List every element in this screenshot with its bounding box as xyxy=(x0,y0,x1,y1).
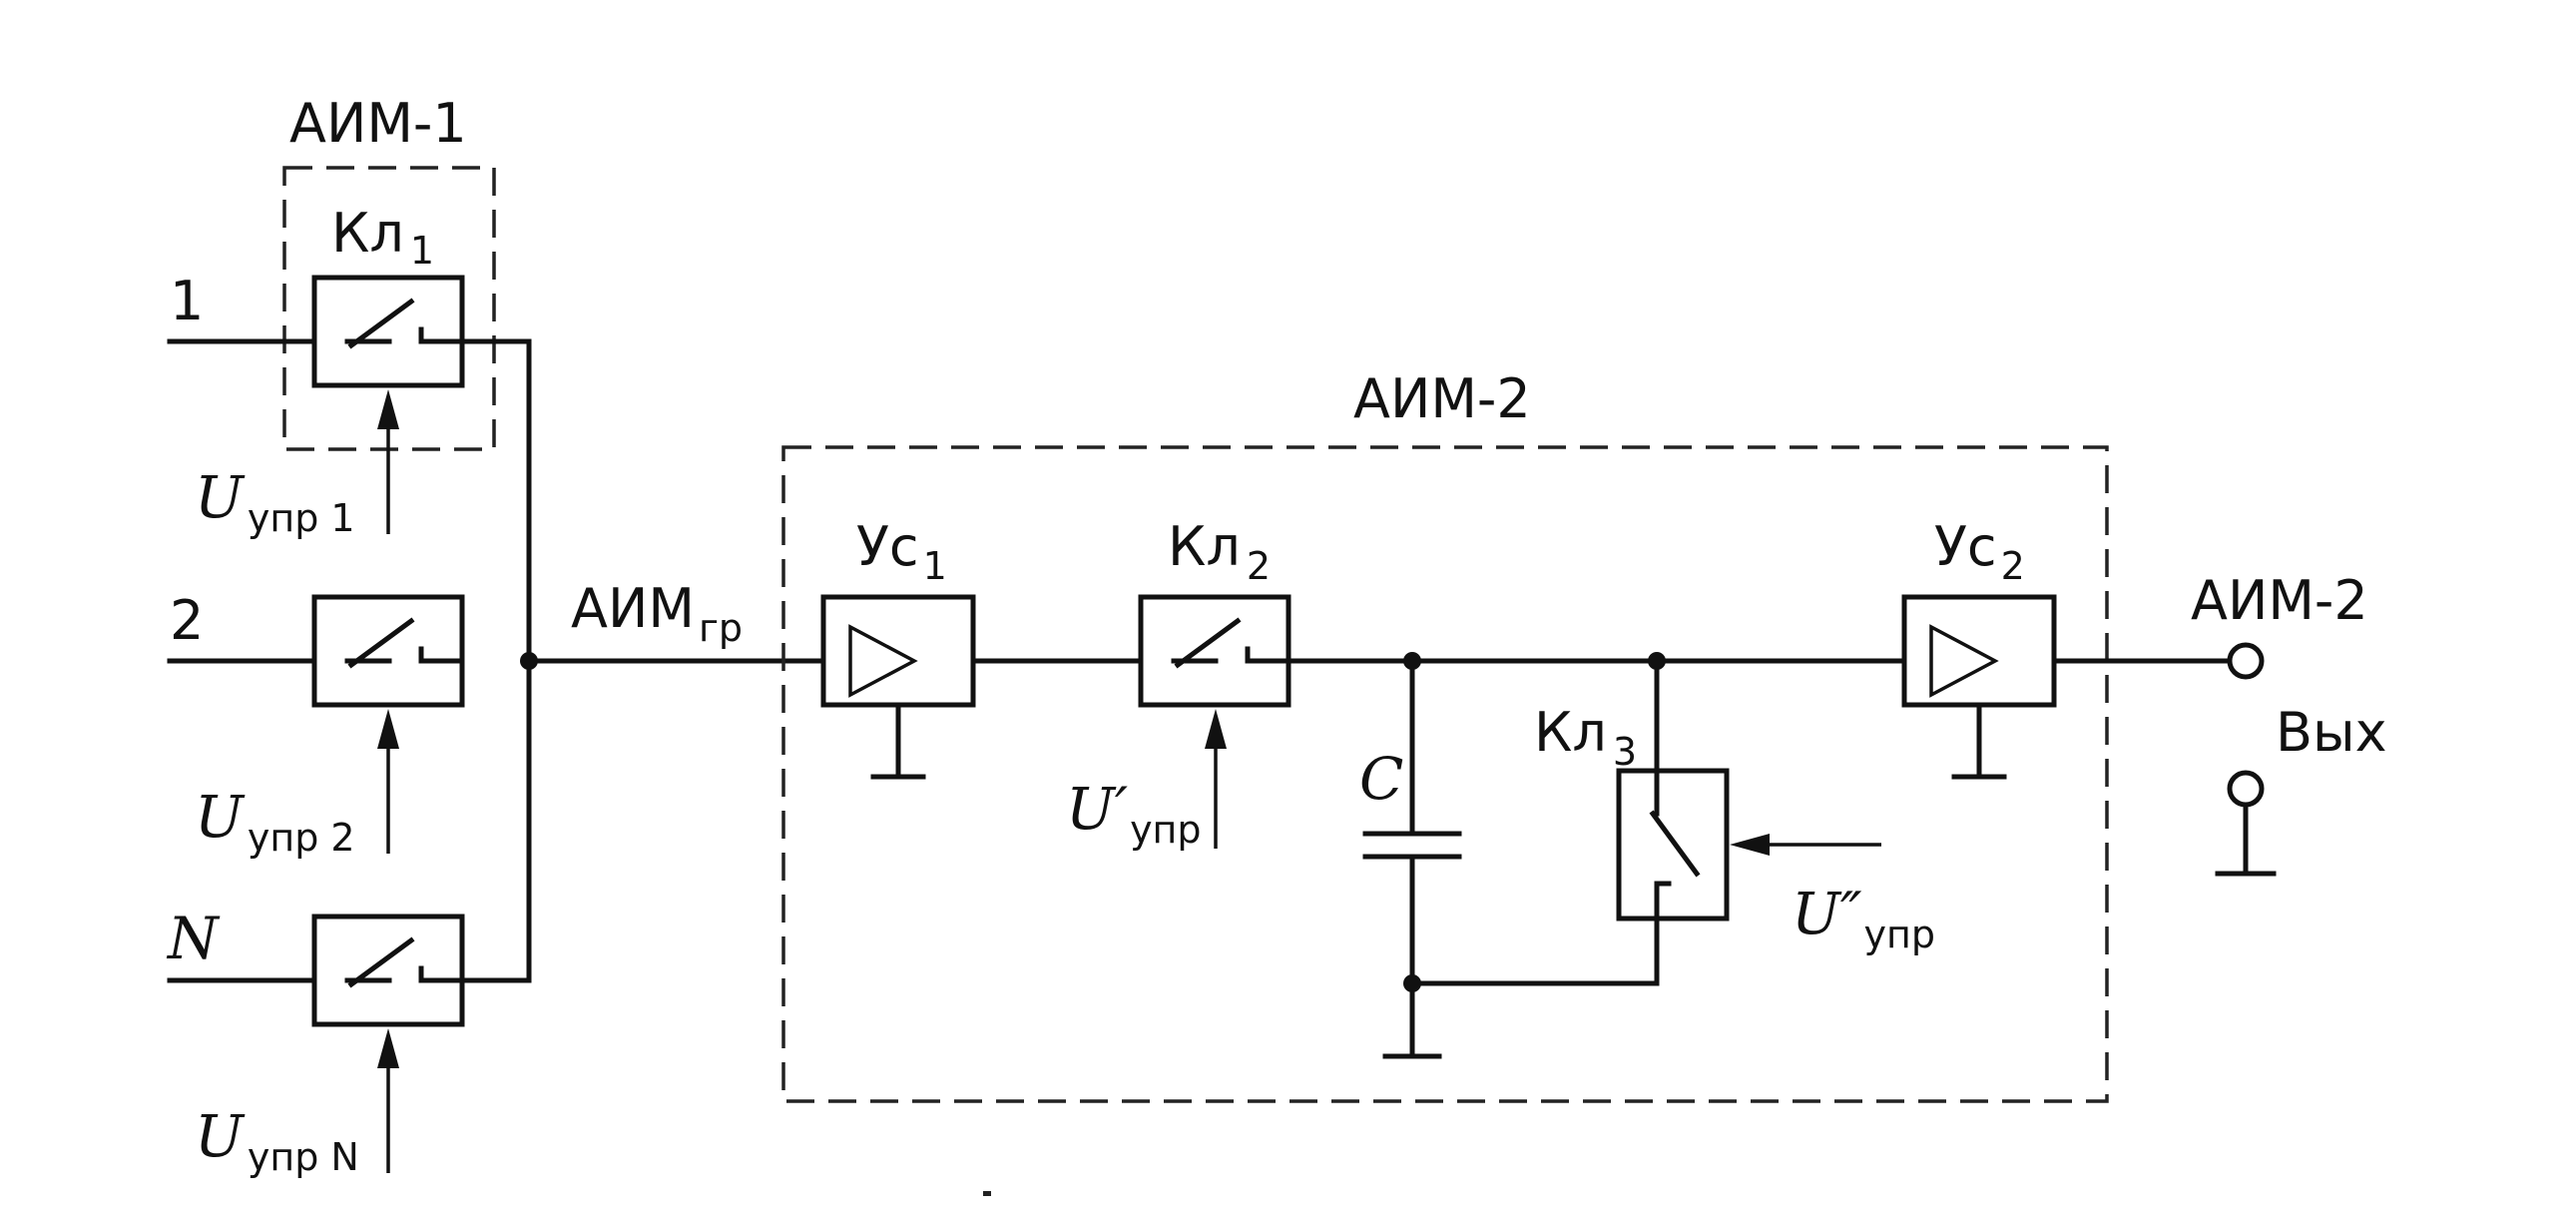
aim1-title: АИМ-1 xyxy=(289,92,467,155)
amplifier-us1 xyxy=(820,594,976,780)
switch-kl3 xyxy=(1409,658,1730,986)
u-prime-label: U′упр xyxy=(1066,775,1202,852)
channel-2-switch xyxy=(167,594,465,708)
control-arrow-kl3 xyxy=(1730,834,1881,856)
output-label: АИМ-2 xyxy=(2191,569,2368,632)
channel-n-switch xyxy=(167,914,465,1027)
aim2-dashed-frame xyxy=(781,445,2109,1103)
capacitor-label: C xyxy=(1359,745,1403,813)
input-1-label: 1 xyxy=(170,270,204,332)
amplifier-us2 xyxy=(1901,594,2057,780)
capacitor-c xyxy=(1362,658,1462,1059)
collector-bus xyxy=(459,338,826,983)
control-arrow-2 xyxy=(377,709,399,854)
output-terminals xyxy=(2051,642,2277,877)
input-n-label: N xyxy=(166,905,221,972)
output-vyh-label: Вых xyxy=(2276,701,2387,764)
channel-1-switch xyxy=(167,275,465,388)
control-arrow-n xyxy=(377,1028,399,1173)
scan-mark xyxy=(983,1191,991,1196)
switch-kl2 xyxy=(1138,594,1291,708)
aim2-title: АИМ-2 xyxy=(1353,367,1531,430)
control-arrow-1 xyxy=(377,389,399,534)
control-arrow-kl2 xyxy=(1205,709,1227,849)
input-2-label: 2 xyxy=(170,589,204,652)
u-double-prime-label: U″упр xyxy=(1792,880,1935,956)
